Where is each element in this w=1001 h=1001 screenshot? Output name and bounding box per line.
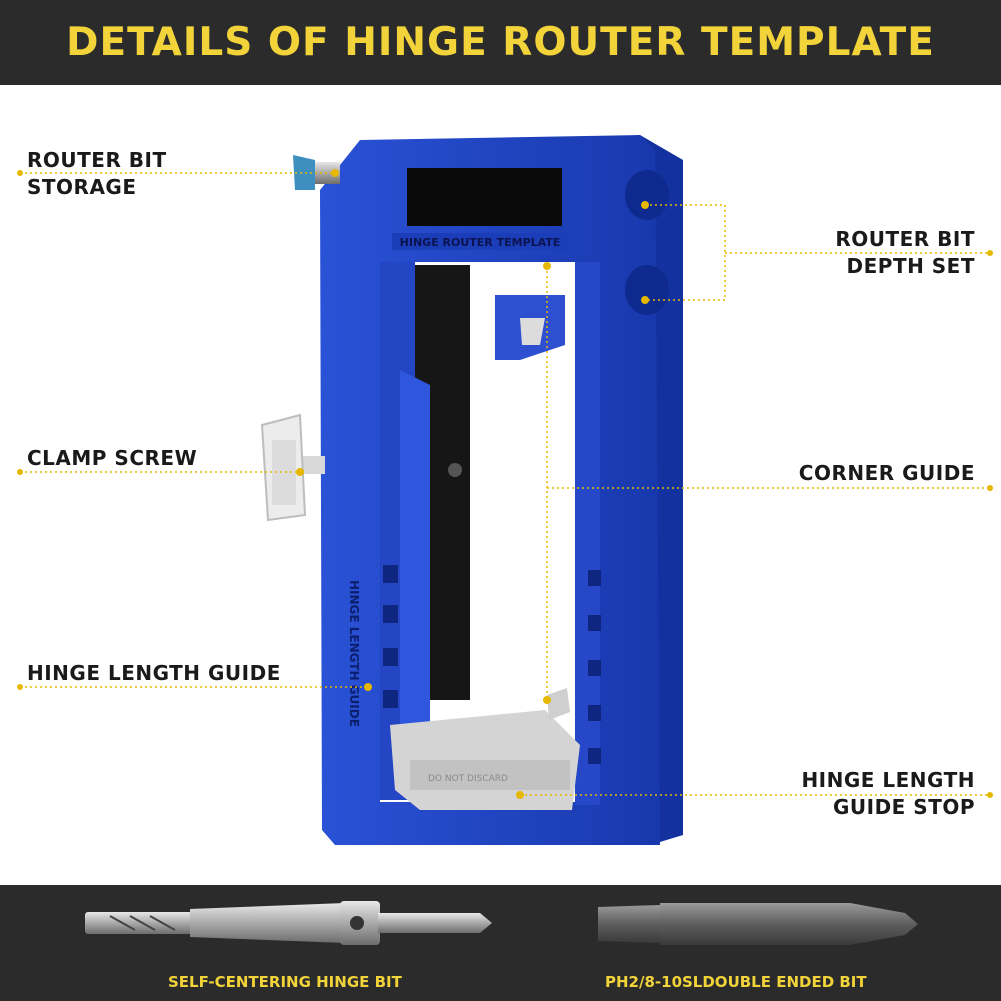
callout-clamp-screw-line1: CLAMP SCREW bbox=[27, 446, 198, 470]
callout-router-bit-depth-set-line1: ROUTER BIT bbox=[835, 227, 975, 251]
callout-router-bit-storage: ROUTER BIT STORAGE bbox=[27, 147, 167, 201]
callout-hinge-length-guide-stop-line2: GUIDE STOP bbox=[832, 795, 975, 819]
callout-hinge-length-guide-stop-line1: HINGE LENGTH bbox=[801, 768, 975, 792]
callout-leaders bbox=[20, 172, 990, 796]
callout-hinge-length-guide: HINGE LENGTH GUIDE bbox=[27, 660, 281, 687]
guide-stop-face-text: DO NOT DISCARD bbox=[428, 774, 508, 784]
self-centering-hinge-bit-label: SELF-CENTERING HINGE BIT bbox=[168, 973, 402, 991]
callout-router-bit-storage-line2: STORAGE bbox=[27, 175, 137, 199]
hinge-length-guide-stop-block: DO NOT DISCARD bbox=[390, 688, 580, 810]
callout-clamp-screw: CLAMP SCREW bbox=[27, 445, 197, 472]
callout-hinge-length-guide-line1: HINGE LENGTH GUIDE bbox=[27, 661, 281, 685]
self-centering-hinge-bit-image bbox=[85, 901, 492, 945]
clamp-screw-knob bbox=[260, 413, 325, 522]
hinge-length-guide-face-text: HINGE LENGTH GUIDE bbox=[347, 580, 361, 727]
template-face-label: HINGE ROUTER TEMPLATE bbox=[400, 236, 561, 249]
title-banner: DETAILS OF HINGE ROUTER TEMPLATE bbox=[0, 0, 1001, 85]
callout-hinge-length-guide-stop: HINGE LENGTH GUIDE STOP bbox=[801, 767, 975, 821]
callout-router-bit-depth-set: ROUTER BIT DEPTH SET bbox=[835, 226, 975, 280]
double-ended-bit-image bbox=[598, 903, 918, 945]
callout-router-bit-storage-line1: ROUTER BIT bbox=[27, 148, 167, 172]
page-title: DETAILS OF HINGE ROUTER TEMPLATE bbox=[66, 20, 935, 65]
callout-corner-guide: CORNER GUIDE bbox=[799, 460, 975, 487]
callout-corner-guide-line1: CORNER GUIDE bbox=[798, 461, 975, 485]
accessory-bits-illustration bbox=[85, 901, 918, 945]
callout-router-bit-depth-set-line2: DEPTH SET bbox=[846, 254, 975, 278]
template-body: HINGE ROUTER TEMPLATE HINGE LENGTH GUIDE bbox=[293, 135, 683, 845]
double-ended-bit-label: PH2/8-10SLDOUBLE ENDED BIT bbox=[605, 973, 867, 991]
callout-dots bbox=[17, 169, 993, 799]
